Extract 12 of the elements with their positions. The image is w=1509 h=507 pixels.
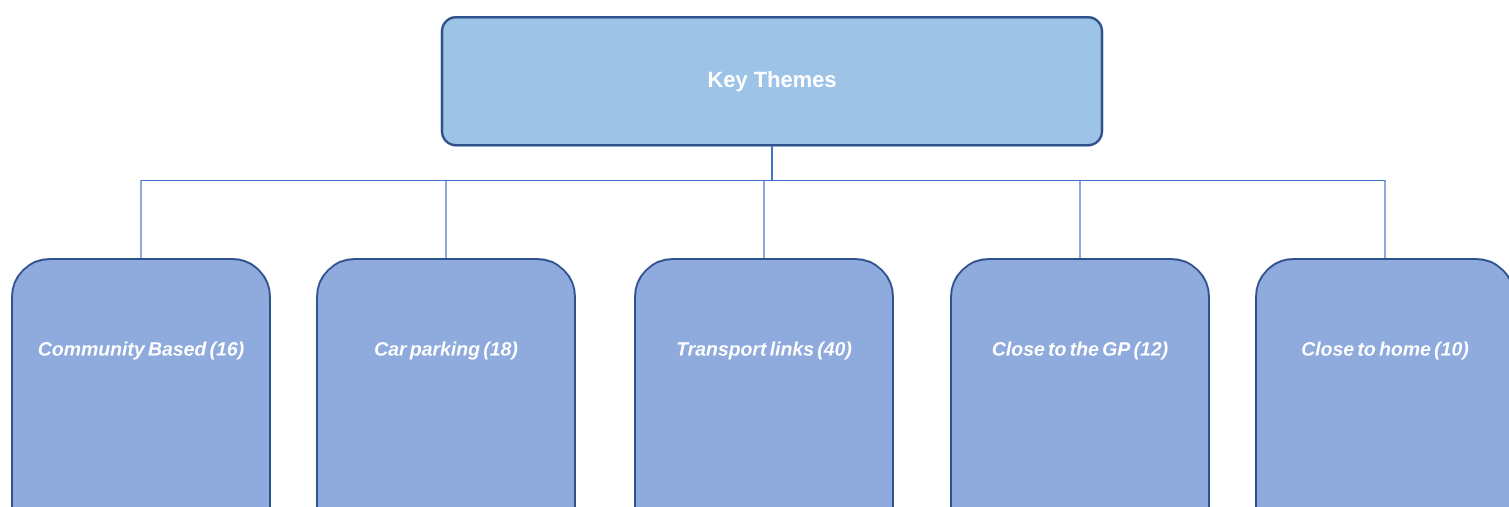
category-label: Close to home (10) xyxy=(1302,341,1469,360)
category-label: Car parking (18) xyxy=(375,341,518,360)
category-label: Transport links (40) xyxy=(677,341,852,360)
category-box xyxy=(634,258,894,507)
connector-line xyxy=(771,145,1386,259)
category-box xyxy=(316,258,576,507)
category-box xyxy=(11,258,271,507)
category-box xyxy=(1255,258,1509,507)
category-label: Close to the GP (12) xyxy=(992,341,1168,360)
category-box xyxy=(950,258,1210,507)
category-label: Community Based (16) xyxy=(38,341,244,360)
theme-box: Key Themes xyxy=(440,16,1104,147)
